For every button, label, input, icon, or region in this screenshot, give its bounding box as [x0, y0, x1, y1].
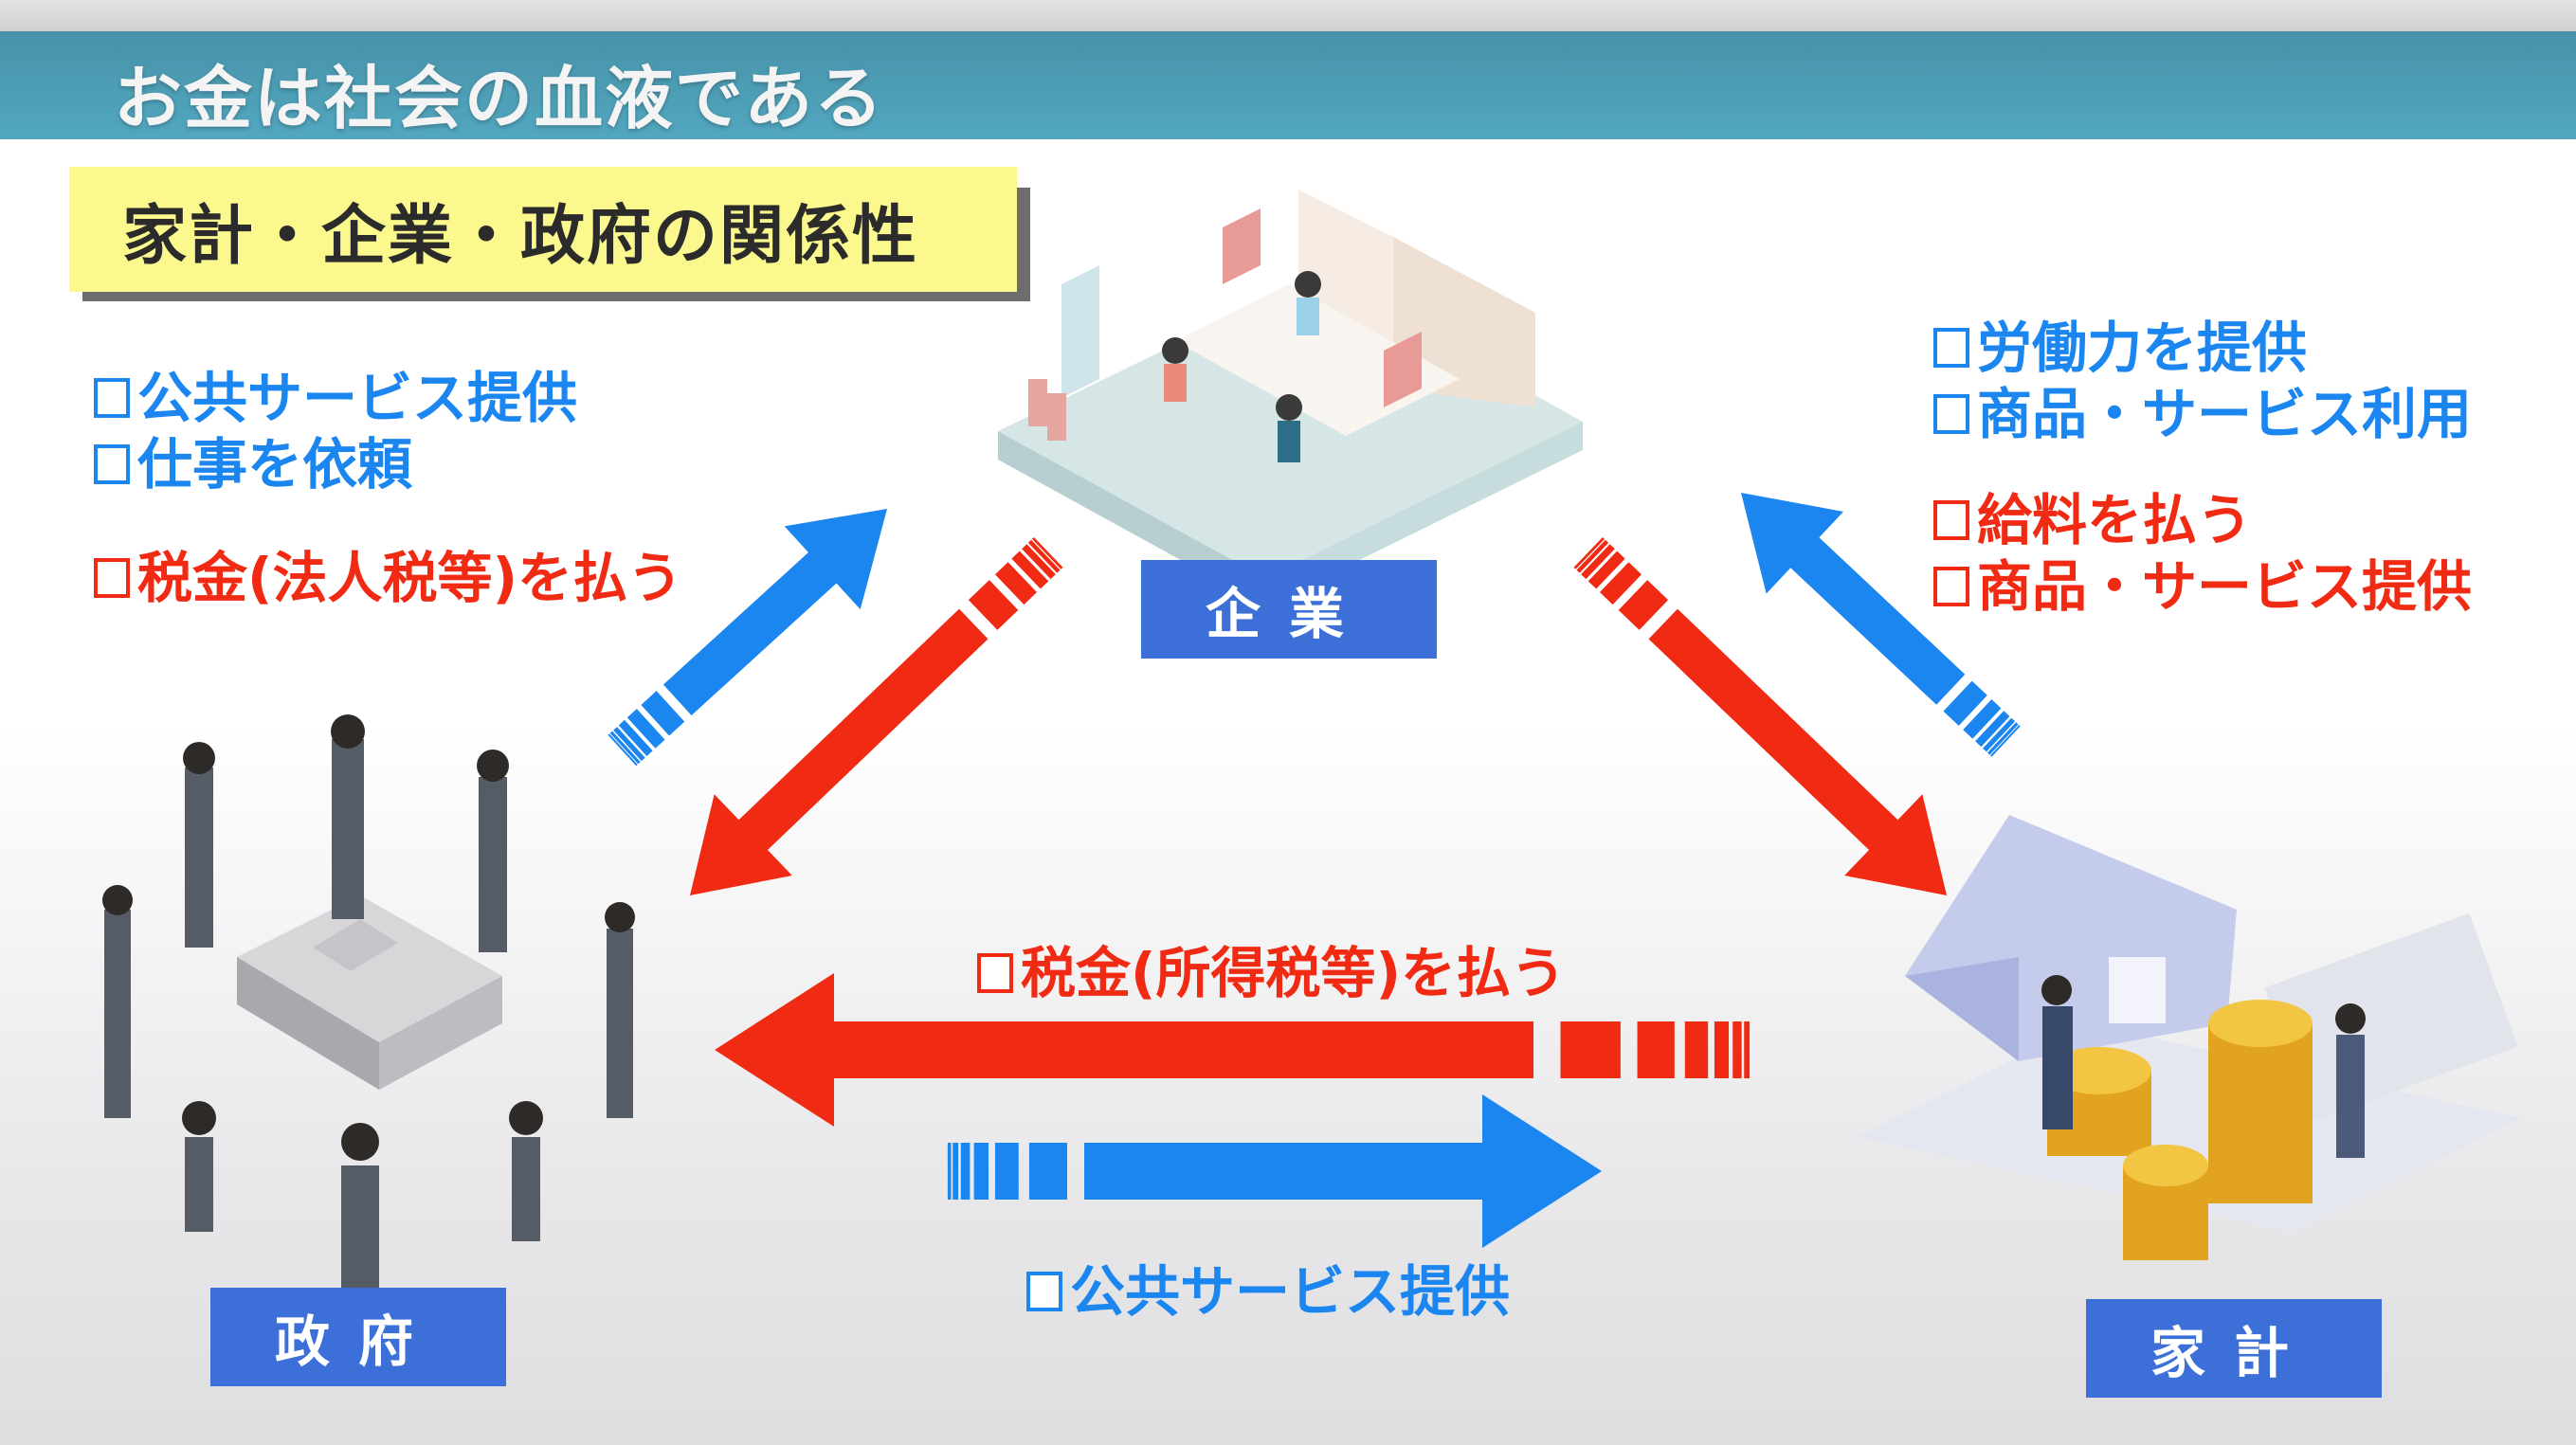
item-text: 給料を払う	[1977, 488, 2253, 552]
bottom-red-label: 税金(所得税等)を払う	[977, 940, 1566, 1006]
office-illustration	[998, 190, 1583, 606]
flow-arrows	[608, 493, 2021, 1248]
checkbox-icon	[1933, 328, 1969, 368]
arrow-stripe	[626, 709, 665, 749]
header-bar: お金は社会の血液である	[0, 31, 2576, 139]
arrow-stripe	[1560, 1021, 1621, 1078]
item-text: 公共サービス提供	[137, 366, 578, 430]
label-government: 政府	[210, 1288, 506, 1386]
arrow-stripe	[1027, 539, 1061, 573]
arrow-stripe	[1028, 1143, 1067, 1200]
arrow-stripe	[952, 1143, 959, 1200]
arrow-stripe	[1011, 551, 1049, 589]
arrow-stripe	[1963, 699, 2002, 739]
arrow-body	[1741, 493, 1966, 705]
top-strip	[0, 0, 2576, 31]
arrow-stripe	[968, 580, 1019, 630]
subtitle-box: 家計・企業・政府の関係性	[69, 167, 1017, 292]
item-text: 税金(法人税等)を払う	[137, 546, 683, 610]
arrow-stripe	[1732, 1021, 1742, 1078]
arrow-household-to-company	[1741, 493, 2021, 757]
arrow-body	[690, 608, 989, 895]
household-illustration	[1858, 815, 2521, 1260]
arrow-stripe	[613, 727, 645, 762]
arrow-stripe	[994, 562, 1038, 605]
left-list: 公共サービス提供 仕事を依頼 税金(法人税等)を払う	[94, 365, 682, 611]
arrow-company-to-government	[690, 536, 1063, 895]
arrow-body	[1648, 608, 1947, 895]
arrow-stripe	[1684, 1021, 1709, 1078]
checkbox-icon	[977, 953, 1013, 993]
arrow-stripe	[960, 1143, 971, 1200]
arrow-household-to-government	[715, 973, 1751, 1127]
item-text: 公共サービス提供	[1070, 1259, 1511, 1324]
label-company: 企業	[1141, 560, 1437, 659]
arrow-government-to-household	[947, 1094, 1602, 1248]
arrow-stripe	[994, 1143, 1019, 1200]
arrow-stripe	[1987, 722, 2019, 755]
checkbox-icon	[1933, 567, 1969, 606]
checkbox-icon	[1933, 500, 1969, 540]
arrow-body	[715, 973, 1533, 1127]
item-text: 仕事を依頼	[137, 432, 413, 497]
arrow-government-to-company	[608, 509, 887, 767]
arrow-stripe	[973, 1143, 989, 1200]
item-text: 商品・サービス利用	[1977, 382, 2473, 446]
arrow-stripe	[1599, 562, 1642, 605]
arrow-stripe	[1714, 1021, 1730, 1078]
list-item: 商品・サービス提供	[1933, 553, 2472, 620]
list-item: 労働力を提供	[1933, 315, 2472, 381]
bottom-blue-label: 公共サービス提供	[1026, 1258, 1510, 1325]
list-item: 公共サービス提供	[1026, 1258, 1510, 1325]
arrow-stripe	[1744, 1021, 1751, 1078]
arrow-body	[662, 509, 887, 716]
government-illustration	[102, 714, 635, 1289]
page-title: お金は社会の血液である	[114, 59, 885, 138]
list-item: 税金(法人税等)を払う	[94, 545, 682, 611]
arrow-stripe	[1022, 544, 1056, 580]
label-household: 家計	[2086, 1299, 2382, 1398]
arrow-stripe	[1637, 1021, 1675, 1078]
arrow-stripe	[608, 733, 638, 767]
arrow-stripe	[947, 1143, 952, 1200]
arrow-stripe	[618, 719, 653, 757]
arrow-stripe	[641, 691, 685, 736]
list-item: 公共サービス提供	[94, 365, 682, 431]
checkbox-icon	[94, 558, 130, 598]
subtitle-text: 家計・企業・政府の関係性	[122, 198, 919, 274]
item-text: 税金(所得税等)を払う	[1021, 941, 1567, 1005]
checkbox-icon	[1933, 394, 1969, 434]
arrow-stripe	[1983, 717, 2016, 752]
arrow-stripe	[1990, 725, 2021, 757]
arrow-company-to-household	[1573, 536, 1947, 895]
arrow-body	[1084, 1094, 1602, 1248]
right-list: 労働力を提供 商品・サービス利用 給料を払う 商品・サービス提供	[1933, 315, 2472, 620]
arrow-stripe	[609, 731, 641, 765]
item-text: 労働力を提供	[1977, 316, 2308, 380]
list-item: 税金(所得税等)を払う	[977, 940, 1566, 1006]
arrow-stripe	[1943, 680, 1987, 726]
arrow-stripe	[1573, 536, 1605, 569]
list-item: 商品・サービス利用	[1933, 381, 2472, 447]
checkbox-icon	[94, 444, 130, 484]
arrow-stripe	[1975, 711, 2010, 748]
arrow-stripe	[1576, 539, 1609, 573]
list-item: 仕事を依頼	[94, 431, 682, 497]
checkbox-icon	[1026, 1272, 1062, 1311]
item-text: 商品・サービス提供	[1977, 554, 2473, 619]
list-item: 給料を払う	[1933, 487, 2472, 553]
arrow-stripe	[1618, 580, 1669, 630]
checkbox-icon	[94, 378, 130, 418]
arrow-stripe	[1581, 544, 1615, 580]
arrow-stripe	[1032, 536, 1063, 569]
arrow-stripe	[1587, 551, 1625, 589]
